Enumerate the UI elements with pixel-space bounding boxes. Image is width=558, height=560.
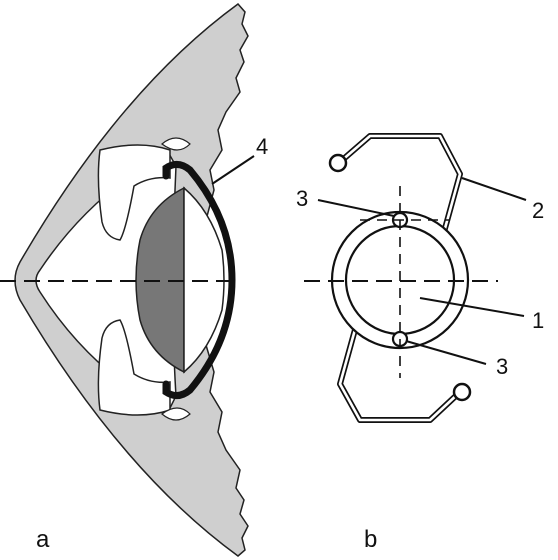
- lower-ciliary-knot: [161, 407, 191, 421]
- panel-a-label: a: [36, 526, 50, 553]
- callout-1-label: 1: [532, 308, 545, 333]
- callout-2-leader: [461, 177, 527, 201]
- panel-b-label: b: [364, 526, 378, 553]
- panel-b-lens-view: [304, 133, 527, 423]
- callout-4-leader: [211, 155, 255, 185]
- callout-3-top-leader: [317, 199, 395, 217]
- callout-4-label: 4: [256, 134, 269, 159]
- upper-haptic-tip: [328, 153, 348, 173]
- callout-3-bottom-label: 3: [496, 354, 509, 379]
- panel-a-eye-section: [0, 2, 255, 557]
- callout-3-bottom-leader: [405, 340, 487, 365]
- upper-haptic-inner: [339, 134, 462, 233]
- lower-haptic-inner: [338, 325, 461, 422]
- lower-iris-pocket: [97, 319, 171, 416]
- callout-3-top-label: 3: [296, 186, 309, 211]
- lower-haptic-tip: [452, 382, 472, 402]
- callout-2-label: 2: [532, 198, 545, 223]
- callout-1-leader: [419, 297, 525, 317]
- upper-iris-pocket: [97, 144, 171, 241]
- upper-ciliary-knot: [161, 137, 191, 151]
